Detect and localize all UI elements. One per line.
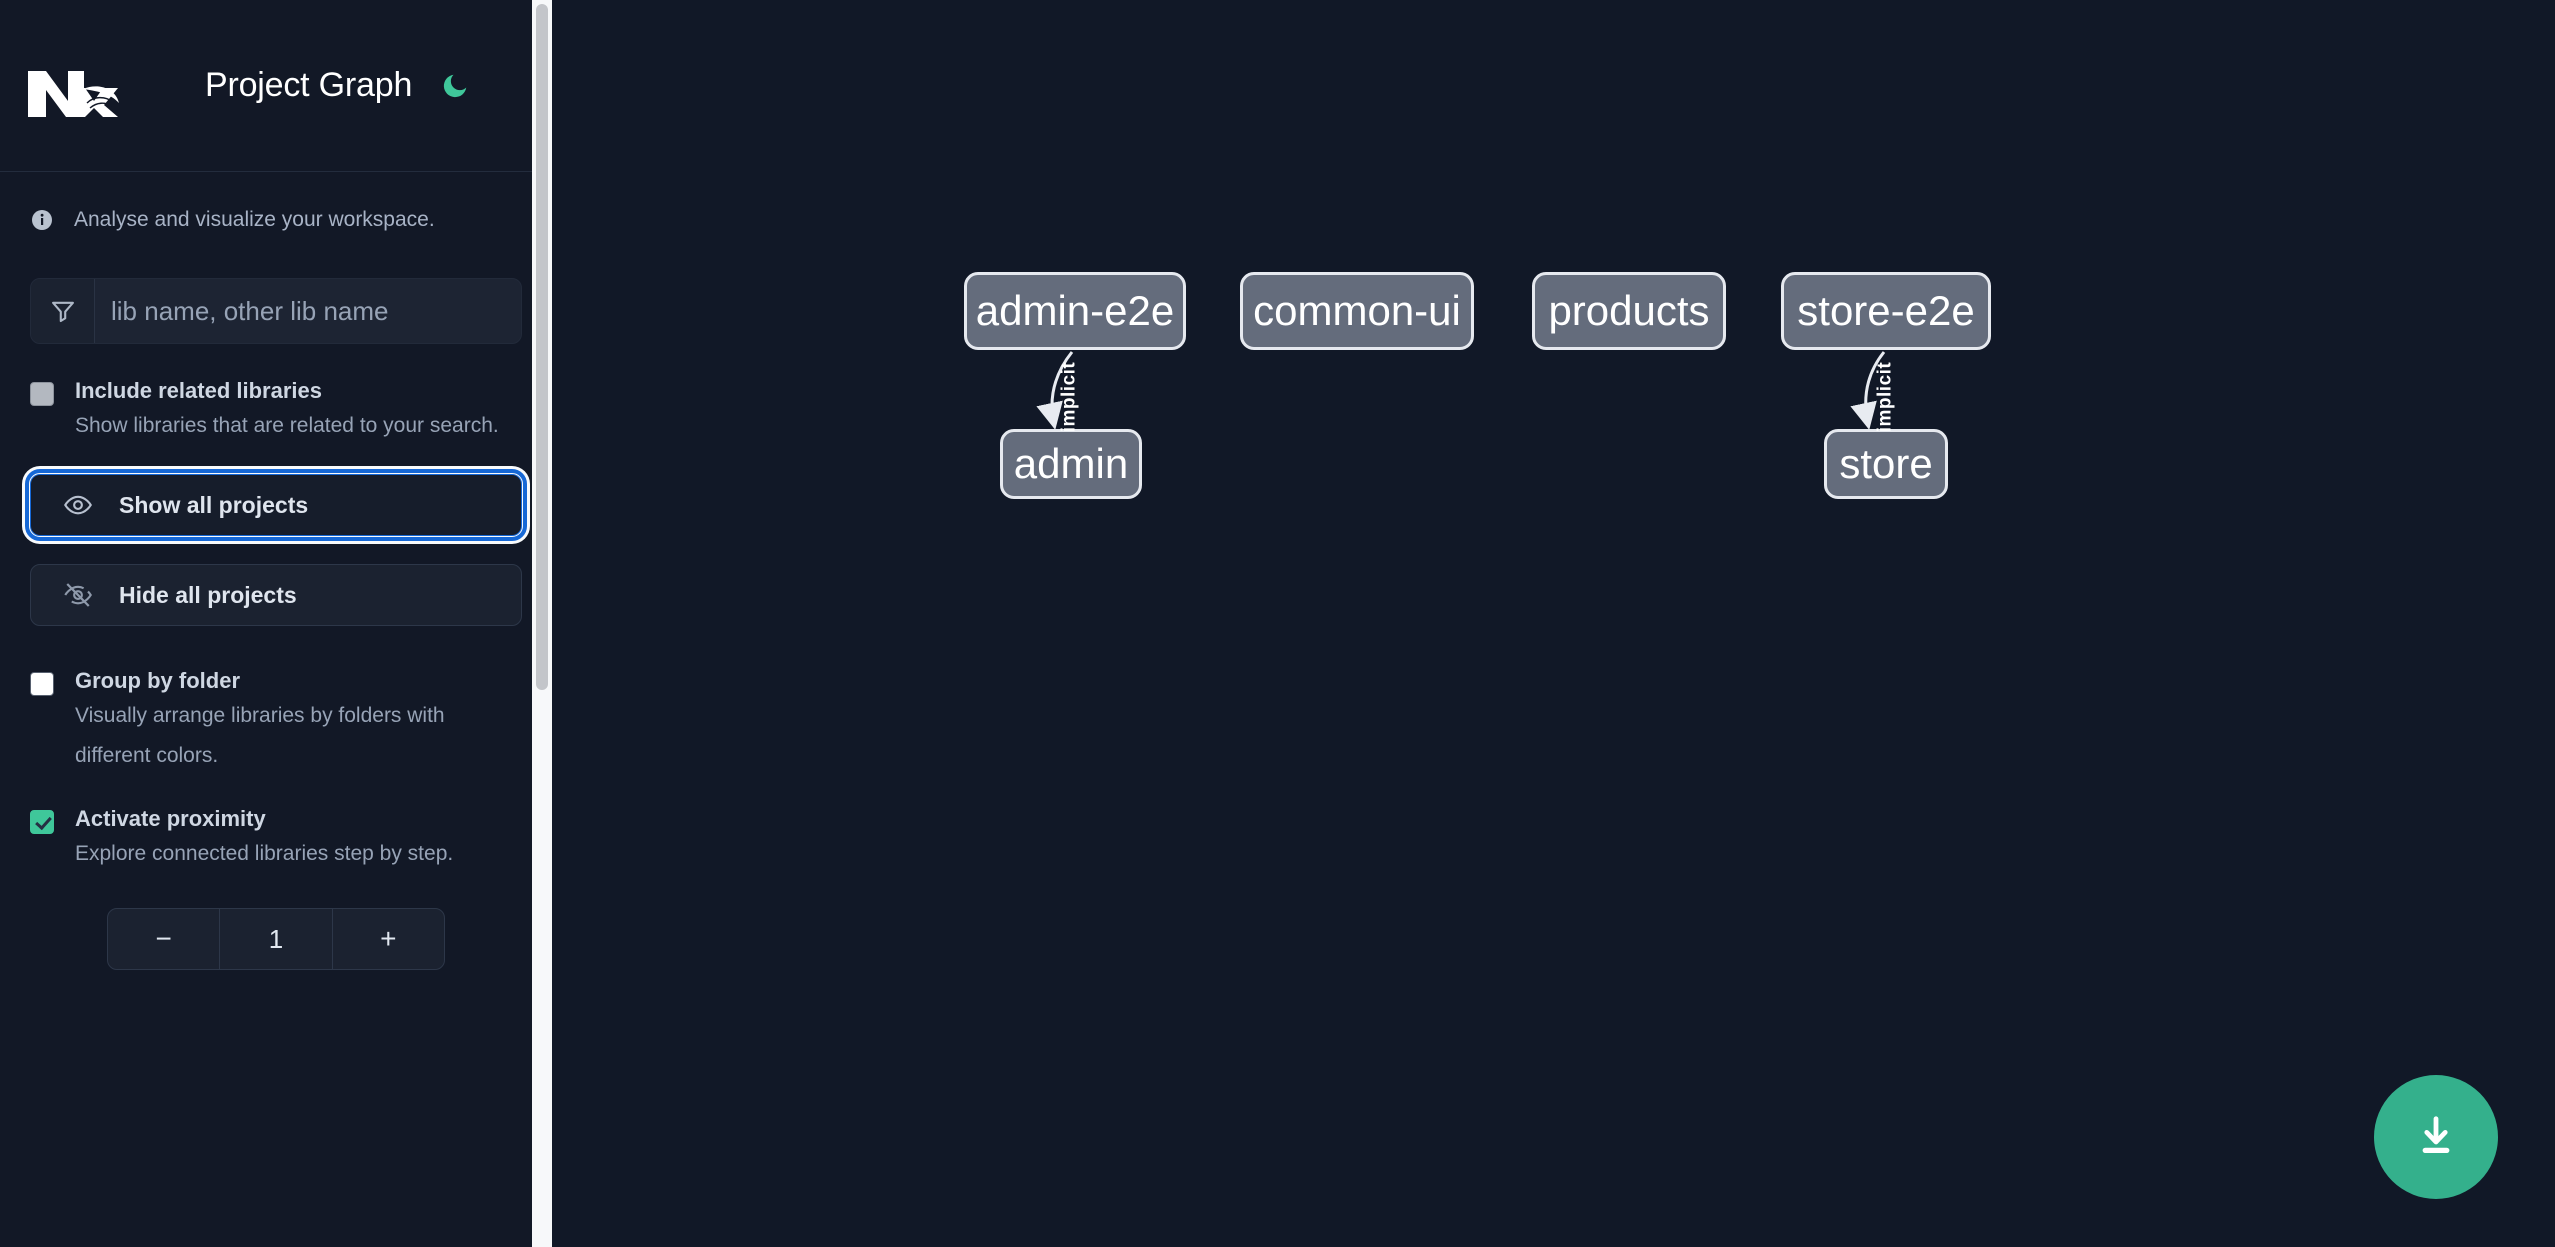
graph-node-label: admin-e2e (975, 287, 1175, 334)
eye-off-icon (63, 580, 93, 610)
edge-label-implicit-store: implicit (1874, 361, 1896, 433)
option-description: Explore connected libraries step by step… (75, 842, 454, 865)
download-graph-button[interactable] (2374, 1075, 2498, 1199)
eye-icon (63, 490, 93, 520)
filter-icon (31, 279, 95, 343)
sidebar-scrollbar-thumb[interactable] (536, 4, 548, 690)
proximity-stepper[interactable]: − 1 + (107, 908, 445, 970)
option-description: Visually arrange libraries by folders wi… (75, 704, 445, 767)
sidebar-header: Project Graph (0, 0, 552, 172)
graph-node-products[interactable]: products (1532, 272, 1726, 350)
sidebar: Project Graph Analyse and visualize your… (0, 0, 552, 1247)
graph-node-store-e2e[interactable]: store-e2e (1781, 272, 1991, 350)
graph-edges (1036, 351, 1886, 430)
option-include-related-libraries[interactable]: Include related libraries Show libraries… (30, 376, 522, 446)
sidebar-body: Include related libraries Show libraries… (0, 278, 552, 970)
search-input[interactable] (95, 279, 521, 343)
group-by-folder-checkbox-wrap[interactable] (30, 666, 54, 776)
graph-node-admin-e2e[interactable]: admin-e2e (964, 272, 1186, 350)
graph-node-label: admin (1013, 440, 1129, 487)
option-text: Activate proximity Explore connected lib… (75, 804, 453, 874)
hide-all-projects-label: Hide all projects (119, 581, 297, 608)
option-label: Group by folder (75, 668, 240, 693)
graph-node-label: store-e2e (1797, 287, 1975, 334)
workspace-info: Analyse and visualize your workspace. (0, 172, 552, 232)
option-text: Include related libraries Show libraries… (75, 376, 499, 446)
show-all-projects-label: Show all projects (119, 491, 309, 518)
option-group-by-folder[interactable]: Group by folder Visually arrange librari… (30, 666, 522, 776)
option-label: Include related libraries (75, 378, 322, 403)
activate-proximity-checkbox-wrap[interactable] (30, 804, 54, 874)
graph-node-label: products (1548, 287, 1710, 334)
option-label: Activate proximity (75, 806, 266, 831)
group-by-folder-checkbox[interactable] (30, 672, 54, 696)
proximity-increment-button[interactable]: + (380, 923, 397, 954)
nx-logo-icon (26, 61, 123, 119)
workspace-info-text: Analyse and visualize your workspace. (74, 208, 435, 231)
graph-node-label: store (1839, 440, 1933, 487)
page-title: Project Graph (205, 66, 413, 104)
option-description: Show libraries that are related to your … (75, 414, 499, 437)
graph-node-store[interactable]: store (1824, 429, 1948, 499)
option-text: Group by folder Visually arrange librari… (75, 666, 515, 776)
search-field[interactable] (30, 278, 522, 344)
edge-label-implicit-admin: implicit (1058, 361, 1080, 433)
proximity-value: 1 (219, 909, 333, 969)
download-icon (2412, 1112, 2460, 1163)
proximity-decrement-button[interactable]: − (155, 923, 172, 954)
show-all-projects-button[interactable]: Show all projects (25, 469, 527, 541)
project-graph-canvas[interactable]: admin-e2e common-ui products store-e2e a… (552, 0, 2555, 1247)
include-related-checkbox-wrap[interactable] (30, 376, 54, 446)
info-circle-icon (30, 208, 54, 232)
moon-icon[interactable] (438, 69, 472, 103)
hide-all-projects-button[interactable]: Hide all projects (30, 564, 522, 626)
graph-node-common-ui[interactable]: common-ui (1240, 272, 1474, 350)
sidebar-scrollbar-track[interactable] (532, 0, 552, 1247)
option-activate-proximity[interactable]: Activate proximity Explore connected lib… (30, 804, 522, 874)
activate-proximity-checkbox[interactable] (30, 810, 54, 834)
graph-node-label: common-ui (1253, 287, 1461, 334)
include-related-checkbox[interactable] (30, 382, 54, 406)
graph-node-admin[interactable]: admin (1000, 429, 1142, 499)
